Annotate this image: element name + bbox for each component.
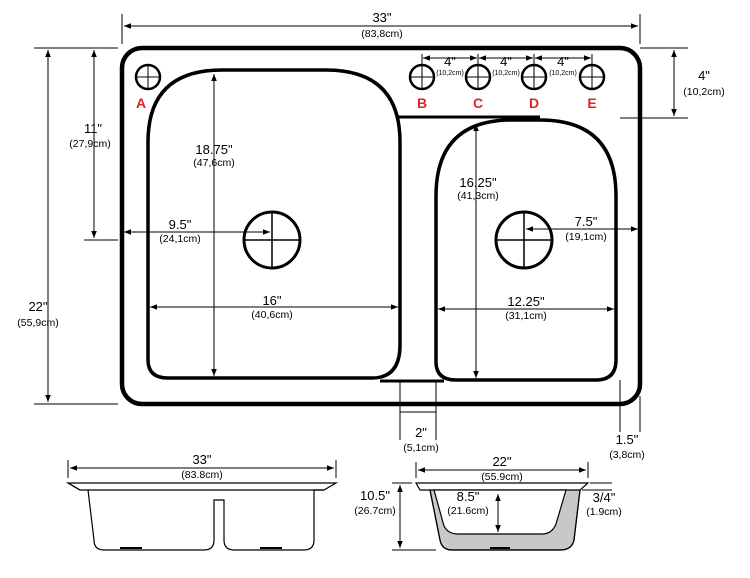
side-width-metric: (55.9cm): [481, 471, 522, 483]
hole-label-e: E: [587, 95, 596, 111]
small-bowl-outline: [434, 118, 618, 382]
side-view: [414, 482, 590, 551]
front-dimension-lines: [67, 460, 337, 478]
hole-spacing-3-metric: (10,2cm): [549, 70, 577, 77]
front-view-outline: [65, 482, 339, 551]
hole-label-c: C: [473, 95, 483, 111]
large-bowl-width-metric: (40,6cm): [251, 309, 292, 321]
overall-width-metric: (83,8cm): [361, 28, 402, 40]
hole-spacing-2-value: 4": [500, 54, 512, 69]
sink-outline: [119, 45, 643, 407]
faucet-setback-value: 11": [84, 121, 102, 136]
small-bowl-length-metric: (41,3cm): [457, 190, 498, 202]
divider-width-value: 2": [415, 425, 427, 440]
faucet-setback-metric: (27,9cm): [69, 138, 110, 150]
hole-spacing-2-metric: (10,2cm): [492, 70, 520, 77]
hole-a: [134, 63, 162, 91]
basin-depth-value: 8.5": [457, 489, 480, 504]
front-dimension-labels: 33" (83.8cm): [181, 452, 222, 481]
rim-thickness-value: 3/4": [593, 490, 616, 505]
small-drain-offset-metric: (19,1cm): [565, 231, 606, 243]
small-bowl-width-metric: (31,1cm): [505, 310, 546, 322]
side-height-metric: (26.7cm): [354, 505, 395, 517]
faucet-holes: [134, 63, 606, 91]
top-view: [119, 45, 643, 407]
basin-depth-metric: (21.6cm): [447, 505, 488, 517]
large-bowl-outline: [146, 68, 402, 380]
top-dimension-labels: 33" (83,8cm) 22" (55,9cm) 11" (27,9cm) 4…: [17, 10, 724, 461]
front-width-metric: (83.8cm): [181, 469, 222, 481]
hole-label-a: A: [136, 95, 146, 111]
hole-c: [464, 63, 492, 91]
overall-depth-metric: (55,9cm): [17, 317, 58, 329]
side-dimension-lines: [392, 462, 612, 551]
side-view-outline: [414, 482, 590, 551]
front-width-value: 33": [192, 452, 211, 467]
side-dimension-labels: 22" (55.9cm) 10.5" (26.7cm) 8.5" (21.6cm…: [354, 454, 622, 518]
small-drain-offset-value: 7.5": [575, 214, 598, 229]
small-bowl-drain: [494, 210, 554, 270]
front-view: [65, 482, 339, 551]
top-dimension-lines: [34, 14, 688, 440]
large-drain-offset-metric: (24,1cm): [159, 233, 200, 245]
overall-depth-value: 22": [28, 299, 47, 314]
hole-labels: A B C D E: [136, 95, 597, 111]
large-bowl-length-metric: (47,6cm): [193, 157, 234, 169]
large-bowl-width-value: 16": [262, 293, 281, 308]
large-bowl-length-value: 18.75": [195, 142, 233, 157]
hole-d: [520, 63, 548, 91]
hole-label-d: D: [529, 95, 539, 111]
rim-width-value: 1.5": [616, 432, 639, 447]
large-drain-offset-value: 9.5": [169, 217, 192, 232]
rim-width-metric: (3,8cm): [609, 449, 645, 461]
small-bowl-length-value: 16.25": [459, 175, 497, 190]
hole-spacing-1-value: 4": [444, 54, 456, 69]
small-bowl-width-value: 12.25": [507, 294, 545, 309]
overall-width-value: 33": [372, 10, 391, 25]
large-bowl-drain: [242, 210, 302, 270]
side-width-value: 22": [492, 454, 511, 469]
hole-row-offset-value: 4": [698, 68, 710, 83]
hole-spacing-1-metric: (10,2cm): [436, 70, 464, 77]
divider-width-metric: (5,1cm): [403, 442, 439, 454]
rim-thickness-metric: (1.9cm): [586, 506, 622, 518]
hole-label-b: B: [417, 95, 427, 111]
hole-b: [408, 63, 436, 91]
hole-row-offset-metric: (10,2cm): [683, 86, 724, 98]
side-height-value: 10.5": [360, 488, 390, 503]
hole-e: [578, 63, 606, 91]
hole-spacing-3-value: 4": [557, 54, 569, 69]
